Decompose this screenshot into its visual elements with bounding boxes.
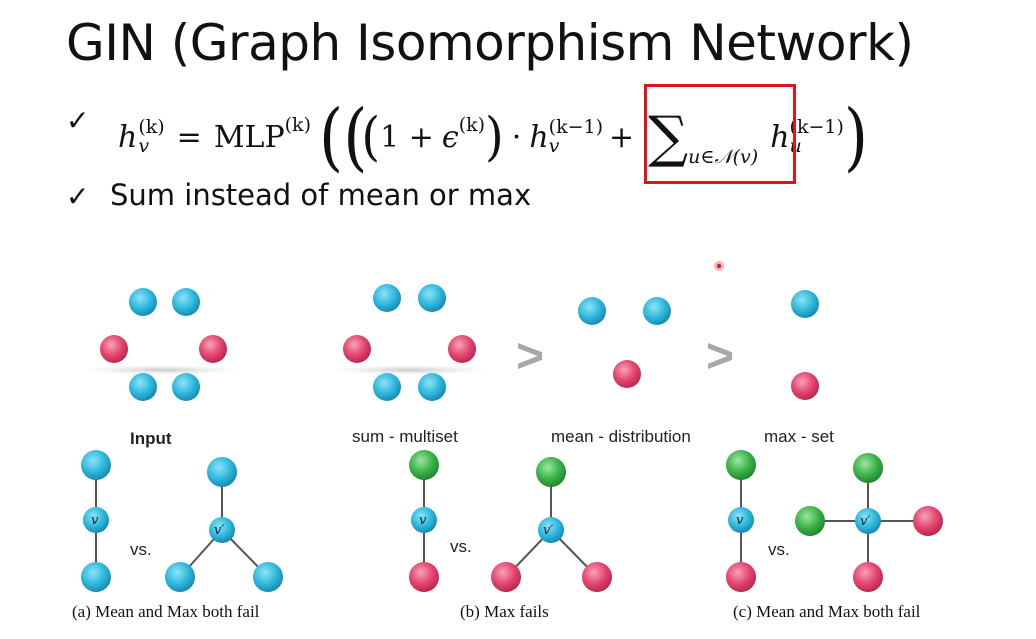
floor-shadow-input (82, 365, 242, 375)
caption-c: (c) Mean and Max both fail (733, 602, 921, 621)
formula-dot: · (511, 119, 522, 155)
node-blue (129, 288, 157, 316)
label-max: max - set (764, 427, 834, 446)
node-blue (418, 373, 446, 401)
node-pink (853, 562, 883, 592)
v-label-b: v (419, 513, 427, 528)
gt-symbol-1: > (516, 330, 544, 383)
sum-multiset (343, 284, 476, 401)
formula-h3-sup: (k−1) (789, 116, 844, 138)
vprime-label-b: v′ (543, 523, 553, 538)
node-blue (207, 457, 237, 487)
input-multiset (100, 288, 227, 401)
node-v-prime (855, 508, 881, 534)
node-green (409, 450, 439, 480)
node-v-prime (209, 517, 235, 543)
vprime-label-a: v′ (214, 523, 224, 538)
check-mark-icon: ✓ (66, 104, 90, 137)
gin-update-formula: h (k) v = MLP(k) (( ( 1 + ϵ(k) ) · h (k−… (118, 92, 869, 181)
node-blue (129, 373, 157, 401)
node-blue (253, 562, 283, 592)
v-label-a: v (91, 513, 99, 528)
node-pink (100, 335, 128, 363)
example-c-nodes (726, 450, 943, 592)
v-label-c: v (736, 513, 744, 528)
node-v (411, 507, 437, 533)
gt-symbol-2: > (706, 330, 734, 383)
floor-shadow-sum (330, 365, 490, 375)
node-pink (582, 562, 612, 592)
check-mark-icon-2: ✓ (66, 180, 90, 213)
node-blue (418, 284, 446, 312)
node-green (795, 506, 825, 536)
formula-h: h (118, 119, 138, 155)
formula-mlp-sup: (k) (284, 114, 311, 136)
node-green (536, 457, 566, 487)
node-pink (343, 335, 371, 363)
formula-h2: h (529, 119, 549, 155)
caption-b: (b) Max fails (460, 602, 549, 621)
formula-eps-sup: (k) (458, 114, 486, 136)
formula-eq: = (176, 119, 202, 155)
node-blue (373, 373, 401, 401)
vprime-label-c: v′ (860, 514, 870, 529)
vs-c: vs. (768, 540, 790, 559)
formula-sup: (k) (138, 116, 165, 138)
label-sum: sum - multiset (352, 427, 458, 446)
node-blue (578, 297, 606, 325)
node-pink (791, 372, 819, 400)
formula-h3: h (770, 119, 790, 155)
formula-mlp: MLP (213, 119, 285, 155)
example-b (423, 465, 598, 578)
formula-sum-sub: u∈𝒩(v) (688, 146, 759, 168)
node-green (853, 453, 883, 483)
node-v (728, 507, 754, 533)
label-mean: mean - distribution (551, 427, 691, 446)
formula-h2-sup: (k−1) (548, 116, 604, 138)
example-c (740, 465, 928, 577)
max-set (791, 290, 819, 400)
node-blue (165, 562, 195, 592)
formula-sum: ∑ (648, 104, 689, 170)
node-pink (913, 506, 943, 536)
formula-sub: v (138, 135, 150, 157)
node-blue (81, 562, 111, 592)
pointer-dot-core (717, 264, 721, 268)
vs-b: vs. (450, 537, 472, 556)
node-pink (409, 562, 439, 592)
formula-epsilon: ϵ (441, 119, 459, 155)
node-blue (172, 288, 200, 316)
caption-a: (a) Mean and Max both fail (72, 602, 260, 621)
example-b-nodes (409, 450, 612, 592)
formula-one-plus: 1 + (380, 119, 434, 155)
node-green (726, 450, 756, 480)
node-blue (373, 284, 401, 312)
example-a-nodes (81, 450, 283, 592)
sum-highlight-box (644, 84, 796, 184)
node-pink (491, 562, 521, 592)
node-blue (643, 297, 671, 325)
slide-title: GIN (Graph Isomorphism Network) (66, 14, 914, 72)
formula-h2-sub: v (548, 135, 560, 157)
node-v-prime (538, 517, 564, 543)
node-pink (726, 562, 756, 592)
node-pink (448, 335, 476, 363)
formula-plus: + (609, 119, 635, 155)
label-input: Input (130, 429, 172, 448)
node-v (83, 507, 109, 533)
node-blue (172, 373, 200, 401)
vs-a: vs. (130, 540, 152, 559)
bullet-sum-instead: Sum instead of mean or max (110, 178, 532, 212)
mean-distribution (578, 297, 671, 388)
node-blue (81, 450, 111, 480)
example-a (95, 465, 269, 578)
node-pink (613, 360, 641, 388)
node-blue (791, 290, 819, 318)
node-pink (199, 335, 227, 363)
